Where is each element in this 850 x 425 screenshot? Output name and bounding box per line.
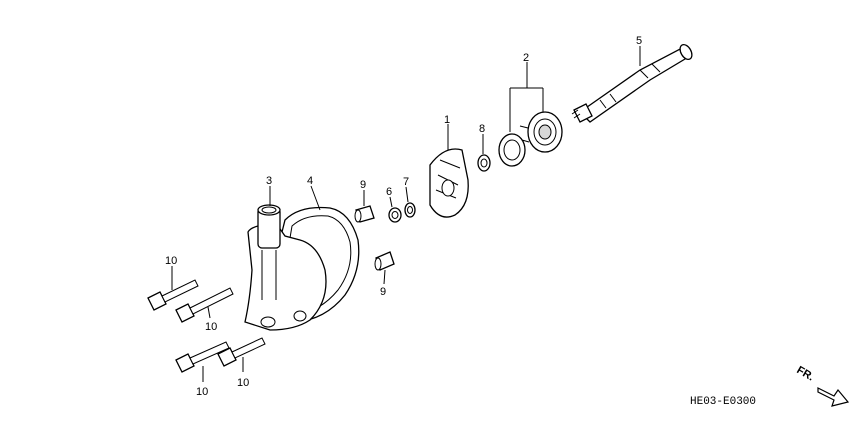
callout-10-a: 10: [165, 255, 177, 267]
bolt-lower-right: [217, 337, 266, 367]
washer-7: [404, 202, 416, 218]
mechanical-seal: [498, 111, 563, 167]
callout-10-c: 10: [196, 386, 208, 398]
washer-8: [477, 154, 491, 172]
front-direction-indicator: FR.: [795, 364, 850, 407]
callout-3: 3: [266, 175, 272, 187]
callout-6: 6: [386, 186, 392, 198]
leader-lines: [171, 46, 641, 382]
collar-6: [388, 207, 402, 223]
bolt-upper-right: [175, 287, 234, 323]
pump-shaft: [571, 43, 693, 123]
callout-9-lower: 9: [380, 286, 386, 298]
callout-8: 8: [479, 123, 485, 135]
arrow-right-icon: [817, 387, 850, 407]
callout-7: 7: [403, 176, 409, 188]
callout-1: 1: [444, 114, 450, 126]
impeller: [429, 148, 469, 218]
bolt-upper-left: [147, 279, 199, 311]
callout-10-b: 10: [205, 321, 217, 333]
callout-4: 4: [307, 175, 313, 187]
dowel-pin-lower: [374, 251, 395, 271]
dowel-pin-upper: [354, 205, 375, 223]
callout-2: 2: [523, 52, 529, 64]
part-code: HE03-E0300: [690, 396, 756, 408]
callout-10-d: 10: [237, 377, 249, 389]
pump-cover: [244, 204, 327, 331]
callout-9-upper: 9: [360, 179, 366, 191]
front-direction-label: FR.: [795, 364, 816, 383]
bolt-lower-left: [175, 341, 230, 373]
callout-5: 5: [636, 35, 642, 47]
